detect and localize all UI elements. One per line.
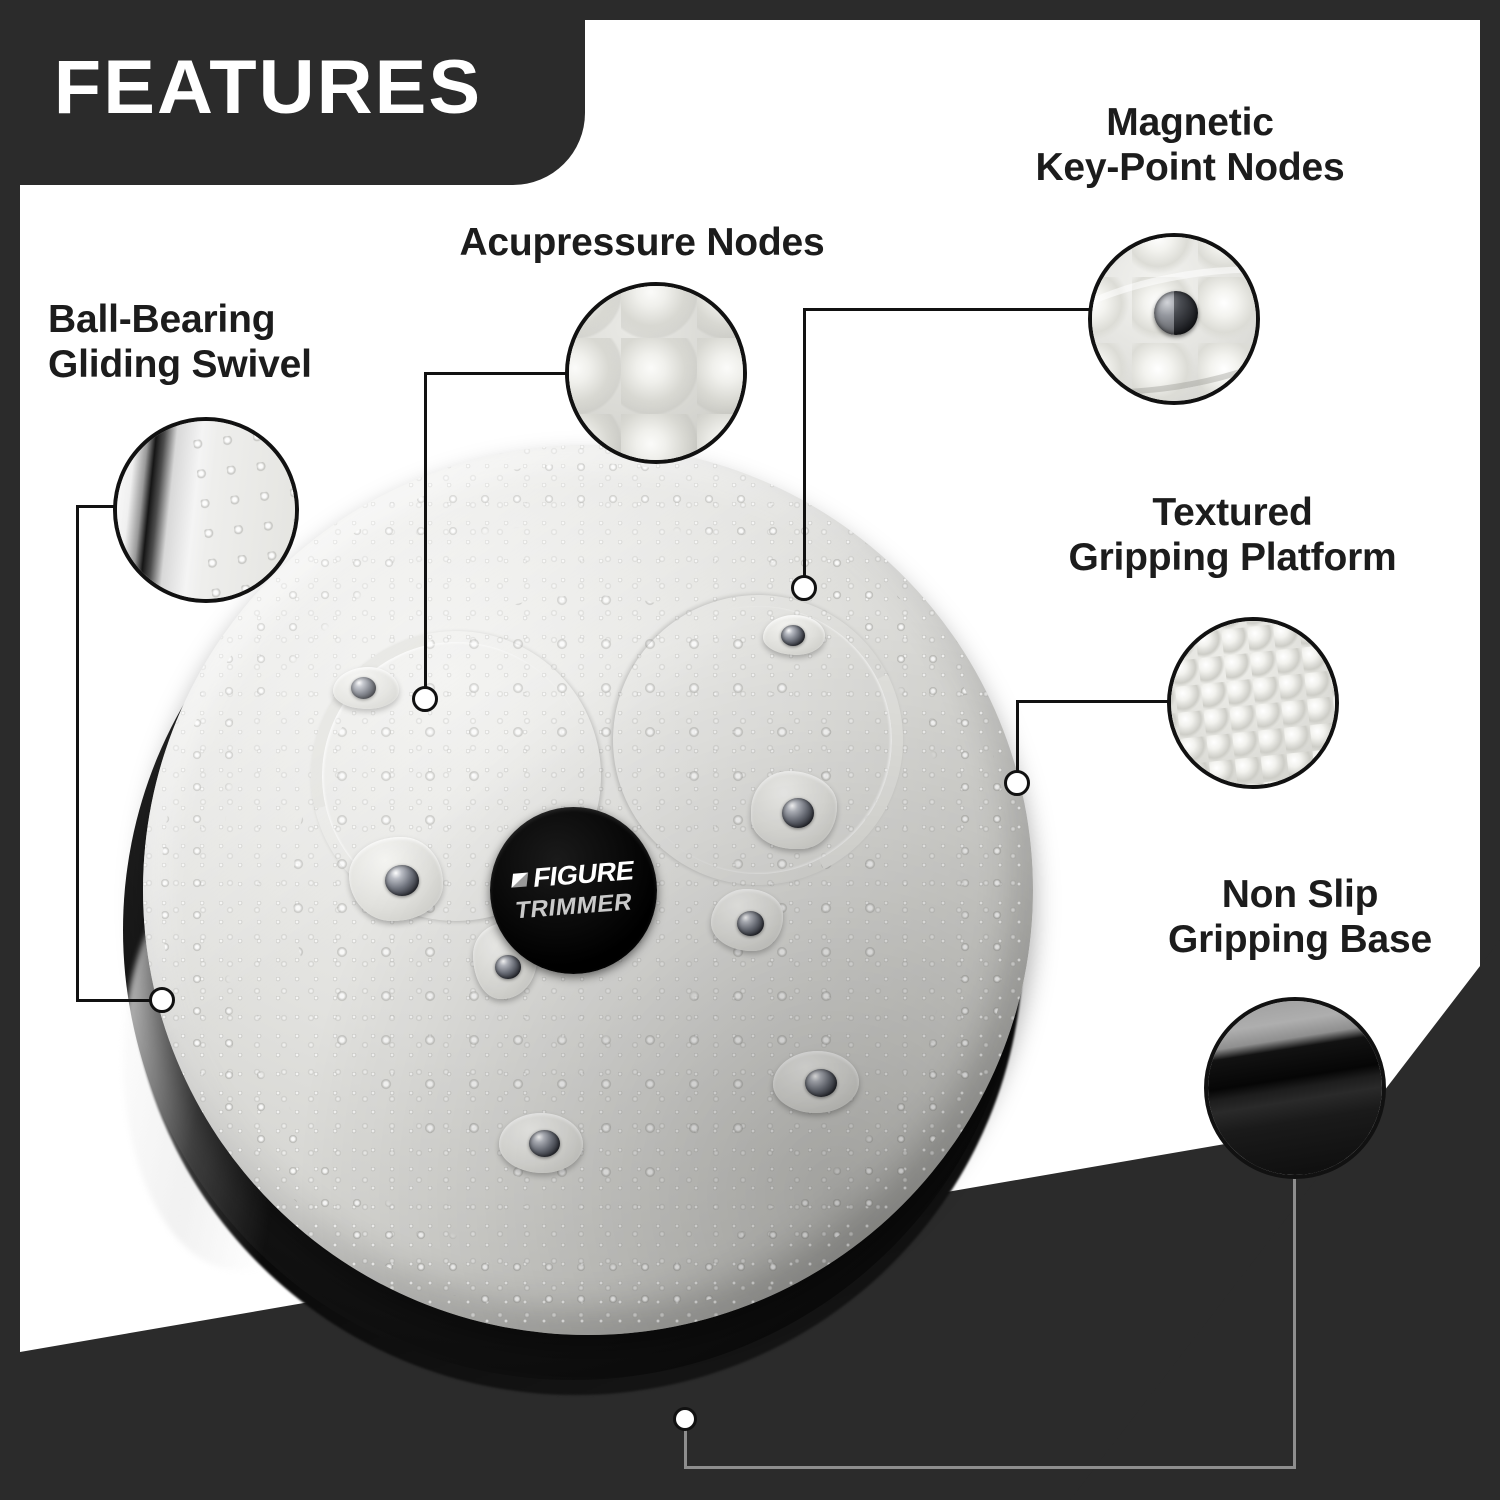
label-acupressure: Acupressure Nodes xyxy=(402,220,882,265)
connector-textured-top xyxy=(1016,700,1174,703)
magnet-ball-lower-right xyxy=(737,911,764,936)
magnetic-crop-steel-ball xyxy=(1154,291,1199,336)
label-acupressure-line1: Acupressure Nodes xyxy=(459,221,825,264)
connector-acupressure-vertical xyxy=(424,372,427,694)
connector-non-slip-riser xyxy=(684,1427,687,1469)
connector-magnetic-top xyxy=(803,308,1091,311)
connector-node-acupressure xyxy=(412,686,438,712)
brand-name-line1: FIGURE xyxy=(532,855,637,894)
magnet-ball-right xyxy=(782,798,814,828)
acupressure-crop-nodes xyxy=(569,286,743,460)
brand-square-icon xyxy=(511,872,529,888)
label-textured-line1: Textured xyxy=(1152,491,1313,534)
brand-logo-disc: FIGURE TRIMMER xyxy=(490,807,657,974)
connector-non-slip-bottom xyxy=(684,1466,1296,1469)
magnet-ball-upper-left xyxy=(351,677,376,699)
label-ball-bearing-line1: Ball-Bearing xyxy=(48,298,276,341)
connector-node-magnetic xyxy=(791,575,817,601)
connector-acupressure-top xyxy=(424,372,568,375)
magnet-ball-left xyxy=(385,865,419,896)
page-title: FEATURES xyxy=(53,45,483,130)
magnet-ball-bottom-left xyxy=(529,1130,560,1157)
connector-node-non-slip xyxy=(673,1407,697,1431)
connector-node-textured xyxy=(1004,770,1030,796)
header-banner: FEATURES xyxy=(0,0,585,185)
connector-textured-vertical xyxy=(1016,700,1019,778)
connector-ball-bearing-vertical xyxy=(76,505,79,1002)
label-ball-bearing: Ball-Bearing Gliding Swivel xyxy=(48,297,398,387)
magnifier-circle-acupressure-nodes xyxy=(565,282,747,464)
connector-non-slip-vertical xyxy=(1293,1176,1296,1469)
non-slip-crop xyxy=(1208,1001,1382,1175)
label-textured-line2: Gripping Platform xyxy=(1068,536,1397,580)
magnifier-circle-magnetic-node xyxy=(1088,233,1260,405)
textured-crop-bumps xyxy=(1171,621,1335,785)
connector-ball-bearing-top xyxy=(76,505,118,508)
magnifier-circle-non-slip-base xyxy=(1204,997,1386,1179)
label-textured: Textured Gripping Platform xyxy=(1000,490,1465,580)
magnifier-circle-ball-bearing xyxy=(113,417,299,603)
label-non-slip-line2: Gripping Base xyxy=(1168,918,1432,962)
magnifier-circle-textured-platform xyxy=(1167,617,1339,789)
label-magnetic-line1: Magnetic xyxy=(1106,101,1274,144)
brand-name-line2: TRIMMER xyxy=(513,888,634,925)
label-non-slip-line1: Non Slip xyxy=(1221,873,1379,916)
label-ball-bearing-line2: Gliding Swivel xyxy=(48,343,312,387)
connector-magnetic-vertical xyxy=(803,308,806,583)
magnet-ball-bottom-right xyxy=(805,1069,837,1097)
label-magnetic-line2: Key-Point Nodes xyxy=(1035,146,1345,190)
magnet-ball-upper-right xyxy=(781,625,805,646)
connector-ball-bearing-bottom xyxy=(76,999,162,1002)
label-magnetic: Magnetic Key-Point Nodes xyxy=(960,100,1420,190)
connector-node-ball-bearing xyxy=(149,987,175,1013)
label-non-slip: Non Slip Gripping Base xyxy=(1125,872,1475,962)
magnet-ball-lower-left xyxy=(495,955,521,979)
